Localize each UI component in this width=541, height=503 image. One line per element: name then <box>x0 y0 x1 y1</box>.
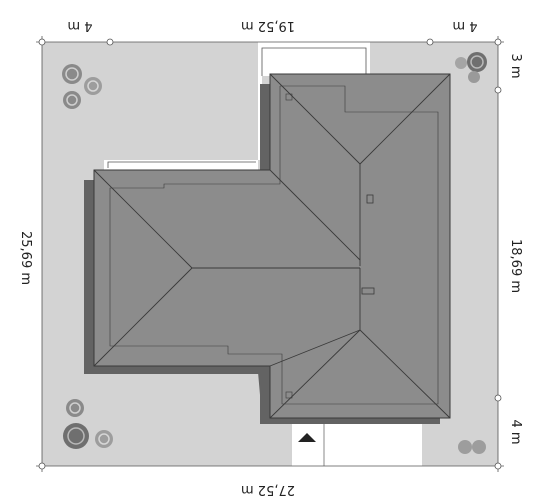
dim-top-width: 19,52 m <box>241 18 295 33</box>
trees-top-left <box>62 64 102 109</box>
corner-markers <box>38 38 502 470</box>
corner-marker-icon <box>494 462 502 470</box>
trees-bottom-left <box>63 399 113 449</box>
tree-icon <box>84 77 102 95</box>
roof-detail-bottom <box>285 391 293 399</box>
dim-bottom-width: 27,52 m <box>241 482 295 497</box>
dim-top-right: 4 m <box>452 18 477 33</box>
corner-marker-icon <box>38 462 46 470</box>
roof-detail-top <box>285 93 293 101</box>
tree-icon <box>467 52 487 72</box>
tree-icon <box>472 440 486 454</box>
tree-icon <box>66 399 84 417</box>
tree-icon <box>62 64 82 84</box>
dim-right-depth: 18,69 m <box>508 239 523 293</box>
roof <box>93 73 451 419</box>
driveway <box>292 420 422 466</box>
roof-wall-outline <box>109 85 439 405</box>
tree-icon <box>63 423 89 449</box>
tree-icon <box>458 440 472 454</box>
corner-marker-icon <box>38 38 46 46</box>
dim-top-left: 4 m <box>67 18 92 33</box>
trees-bottom-right <box>458 440 486 454</box>
entrance-arrow-icon <box>298 433 316 442</box>
corner-marker-icon <box>494 394 502 402</box>
corner-marker-icon <box>106 38 114 46</box>
dim-left-depth: 25,69 m <box>18 231 33 285</box>
roof-vent <box>366 194 374 204</box>
tree-icon <box>95 430 113 448</box>
dimension-lines <box>36 36 504 472</box>
tree-icon <box>455 57 467 69</box>
dim-right-bottom: 4 m <box>508 419 523 444</box>
corner-marker-icon <box>494 86 502 94</box>
tree-icon <box>468 71 480 83</box>
trees-top-right <box>455 52 487 83</box>
corner-marker-icon <box>426 38 434 46</box>
tree-icon <box>63 91 81 109</box>
corner-marker-icon <box>494 38 502 46</box>
dim-right-top: 3 m <box>508 53 523 78</box>
roof-hip-lines <box>93 73 451 419</box>
roof-chimney <box>361 287 375 295</box>
